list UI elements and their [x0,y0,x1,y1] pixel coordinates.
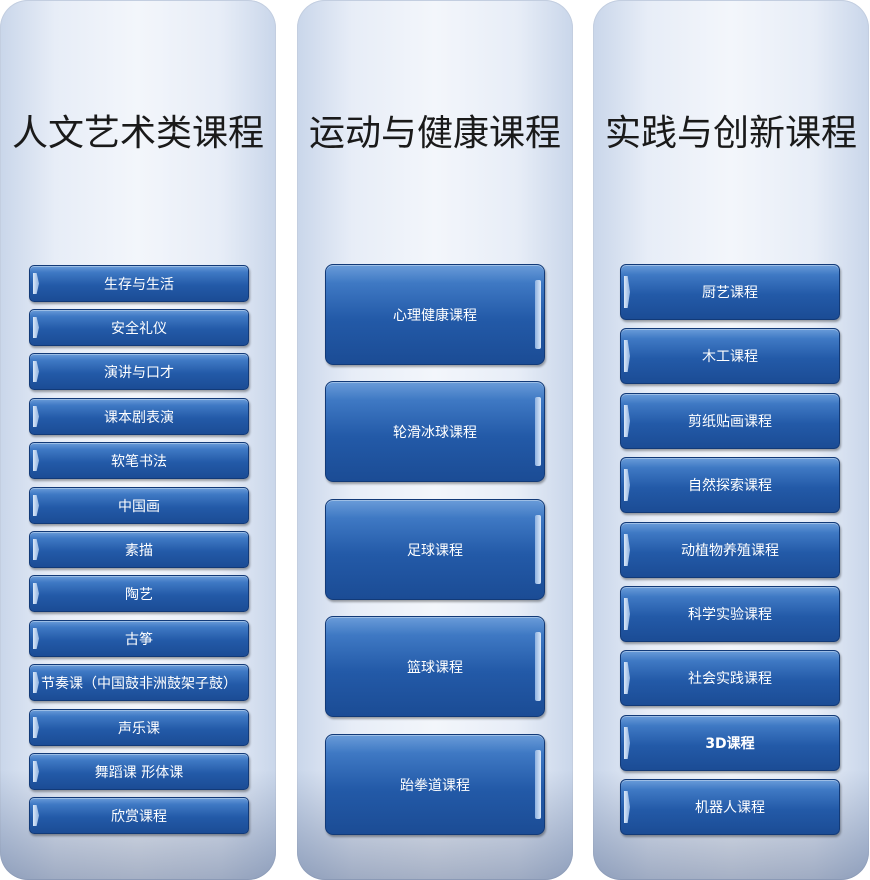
course-item: 机器人课程 [620,779,840,835]
chevron-tab-icon [33,273,39,294]
course-label: 3D课程 [705,736,755,752]
course-label: 演讲与口才 [104,364,174,381]
chevron-tab-icon [33,672,39,693]
chevron-tab-icon [33,628,39,649]
course-label: 素描 [125,542,153,559]
course-label: 轮滑冰球课程 [393,424,477,441]
chevron-tab-icon [33,495,39,516]
course-item: 篮球课程 [325,616,545,717]
chevron-tab-icon [624,661,630,695]
course-label: 动植物养殖课程 [681,543,779,559]
course-label: 足球课程 [407,542,463,559]
course-item: 木工课程 [620,328,840,384]
course-label: 科学实验课程 [688,607,772,623]
course-item: 古筝 [29,620,249,657]
side-bevel-icon [535,631,541,702]
chevron-tab-icon [33,539,39,560]
chevron-tab-icon [33,450,39,471]
course-item: 演讲与口才 [29,353,249,390]
course-label: 舞蹈课 形体课 [94,764,184,781]
course-item: 足球课程 [325,499,545,600]
chevron-tab-icon [33,717,39,738]
course-item: 课本剧表演 [29,398,249,435]
course-label: 自然探索课程 [688,478,772,494]
chevron-tab-icon [624,597,630,631]
chevron-tab-icon [33,583,39,604]
course-label: 安全礼仪 [111,320,167,337]
course-item: 厨艺课程 [620,264,840,320]
chevron-tab-icon [624,339,630,373]
course-label: 声乐课 [118,720,160,737]
side-bevel-icon [535,279,541,350]
chevron-tab-icon [624,404,630,438]
course-item: 舞蹈课 形体课 [29,753,249,790]
course-item: 生存与生活 [29,265,249,302]
side-bevel-icon [535,514,541,585]
chevron-tab-icon [624,468,630,502]
course-label: 厨艺课程 [702,285,758,301]
course-item: 安全礼仪 [29,309,249,346]
course-label: 心理健康课程 [393,307,477,324]
course-label: 中国画 [118,498,160,515]
course-label: 木工课程 [702,349,758,365]
chevron-tab-icon [624,533,630,567]
course-item: 跆拳道课程 [325,734,545,835]
course-label: 软笔书法 [111,453,167,470]
course-item: 社会实践课程 [620,650,840,706]
course-item: 中国画 [29,487,249,524]
column-title: 运动与健康课程 [308,113,561,154]
course-label: 陶艺 [125,586,153,603]
chevron-tab-icon [33,317,39,338]
course-item: 陶艺 [29,575,249,612]
course-label: 篮球课程 [407,659,463,676]
chevron-tab-icon [624,275,630,309]
course-item: 自然探索课程 [620,457,840,513]
course-label: 机器人课程 [695,800,765,816]
chevron-tab-icon [33,406,39,427]
course-item: 科学实验课程 [620,586,840,642]
course-item: 软笔书法 [29,442,249,479]
course-label: 剪纸贴画课程 [688,414,772,430]
course-item: 声乐课 [29,709,249,746]
column-humanities-arts: 人文艺术类课程 [0,0,276,880]
chevron-tab-icon [624,790,630,824]
course-item: 3D课程 [620,715,840,771]
course-label: 节奏课（中国鼓非洲鼓架子鼓） [41,675,237,692]
course-item: 动植物养殖课程 [620,522,840,578]
course-label: 课本剧表演 [104,409,174,426]
side-bevel-icon [535,749,541,820]
chevron-tab-icon [624,726,630,760]
course-item: 轮滑冰球课程 [325,381,545,482]
chevron-tab-icon [33,805,39,826]
course-label: 社会实践课程 [688,671,772,687]
course-label: 古筝 [125,631,153,648]
column-title: 实践与创新课程 [604,113,857,154]
chevron-tab-icon [33,361,39,382]
course-item: 剪纸贴画课程 [620,393,840,449]
course-item: 心理健康课程 [325,264,545,365]
course-label: 生存与生活 [104,276,174,293]
course-item: 素描 [29,531,249,568]
course-label: 欣赏课程 [111,808,167,825]
side-bevel-icon [535,396,541,467]
course-item: 欣赏课程 [29,797,249,834]
column-title: 人文艺术类课程 [11,113,264,154]
chevron-tab-icon [33,761,39,782]
course-label: 跆拳道课程 [400,777,470,794]
course-item: 节奏课（中国鼓非洲鼓架子鼓） [29,664,249,701]
